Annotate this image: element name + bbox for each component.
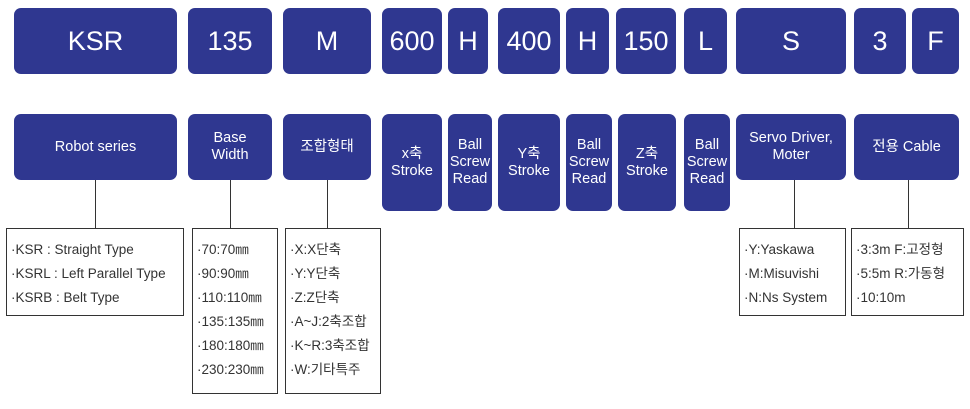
description-item: ·K~R:3축조합 — [290, 338, 370, 353]
connector-servo-driver — [794, 180, 795, 228]
label-servo-driver: Servo Driver, Moter — [736, 114, 846, 180]
code-y-stroke: 400 — [498, 8, 560, 74]
connector-cable — [908, 180, 909, 228]
description-item: ·N:Ns System — [744, 290, 828, 305]
label-y-stroke: Y축 Stroke — [498, 114, 560, 211]
label-robot-series: Robot series — [14, 114, 177, 180]
code-z-stroke: 150 — [616, 8, 676, 74]
label-y-ball-screw-lead: Ball Screw Read — [566, 114, 612, 211]
description-item: ·W:기타특주 — [290, 362, 361, 377]
description-item: ·Z:Z단축 — [290, 290, 340, 305]
description-item: ·3:3m F:고정형 — [856, 242, 944, 257]
code-x-stroke: 600 — [382, 8, 442, 74]
label-x-stroke: x축 Stroke — [382, 114, 442, 211]
description-item: ·KSRB : Belt Type — [11, 290, 120, 305]
description-item: ·M:Misuvishi — [744, 266, 820, 281]
description-item: ·10:10m — [856, 290, 906, 305]
description-item: ·Y:Yaskawa — [744, 242, 815, 257]
description-item: ·90:90㎜ — [197, 266, 249, 281]
label-base-width: Base Width — [188, 114, 272, 180]
code-base-width: 135 — [188, 8, 272, 74]
label-z-stroke: Z축 Stroke — [618, 114, 676, 211]
label-combination: 조합형태 — [283, 114, 371, 180]
label-x-ball-screw-lead: Ball Screw Read — [448, 114, 492, 211]
connector-robot-series — [95, 180, 96, 228]
description-item: ·180:180㎜ — [197, 338, 264, 353]
code-y-ball-screw-lead: H — [566, 8, 609, 74]
code-servo-driver: S — [736, 8, 846, 74]
description-cable: ·3:3m F:고정형 ·5:5m R:가동형 ·10:10m — [851, 228, 964, 316]
code-x-ball-screw-lead: H — [448, 8, 488, 74]
description-item: ·5:5m R:가동형 — [856, 266, 946, 281]
description-item: ·135:135㎜ — [197, 314, 264, 329]
description-combination: ·X:X단축 ·Y:Y단축 ·Z:Z단축 ·A~J:2축조합 ·K~R:3축조합… — [285, 228, 381, 394]
label-z-ball-screw-lead: Ball Screw Read — [684, 114, 730, 211]
code-z-ball-screw-lead: L — [684, 8, 727, 74]
description-item: ·Y:Y단축 — [290, 266, 341, 281]
code-robot-series: KSR — [14, 8, 177, 74]
description-item: ·X:X단축 — [290, 242, 342, 257]
description-item: ·A~J:2축조합 — [290, 314, 367, 329]
description-base-width: ·70:70㎜ ·90:90㎜ ·110:110㎜ ·135:135㎜ ·180… — [192, 228, 278, 394]
description-item: ·KSR : Straight Type — [11, 242, 134, 257]
description-item: ·110:110㎜ — [197, 290, 262, 305]
code-cable-type: F — [912, 8, 959, 74]
connector-base-width — [230, 180, 231, 228]
code-combination: M — [283, 8, 371, 74]
description-item: ·KSRL : Left Parallel Type — [11, 266, 166, 281]
label-cable: 전용 Cable — [854, 114, 959, 180]
code-cable-length: 3 — [854, 8, 906, 74]
description-item: ·230:230㎜ — [197, 362, 264, 377]
connector-combination — [327, 180, 328, 228]
description-robot-series: ·KSR : Straight Type ·KSRL : Left Parall… — [6, 228, 184, 316]
description-servo-driver: ·Y:Yaskawa ·M:Misuvishi ·N:Ns System — [739, 228, 846, 316]
description-item: ·70:70㎜ — [197, 242, 249, 257]
